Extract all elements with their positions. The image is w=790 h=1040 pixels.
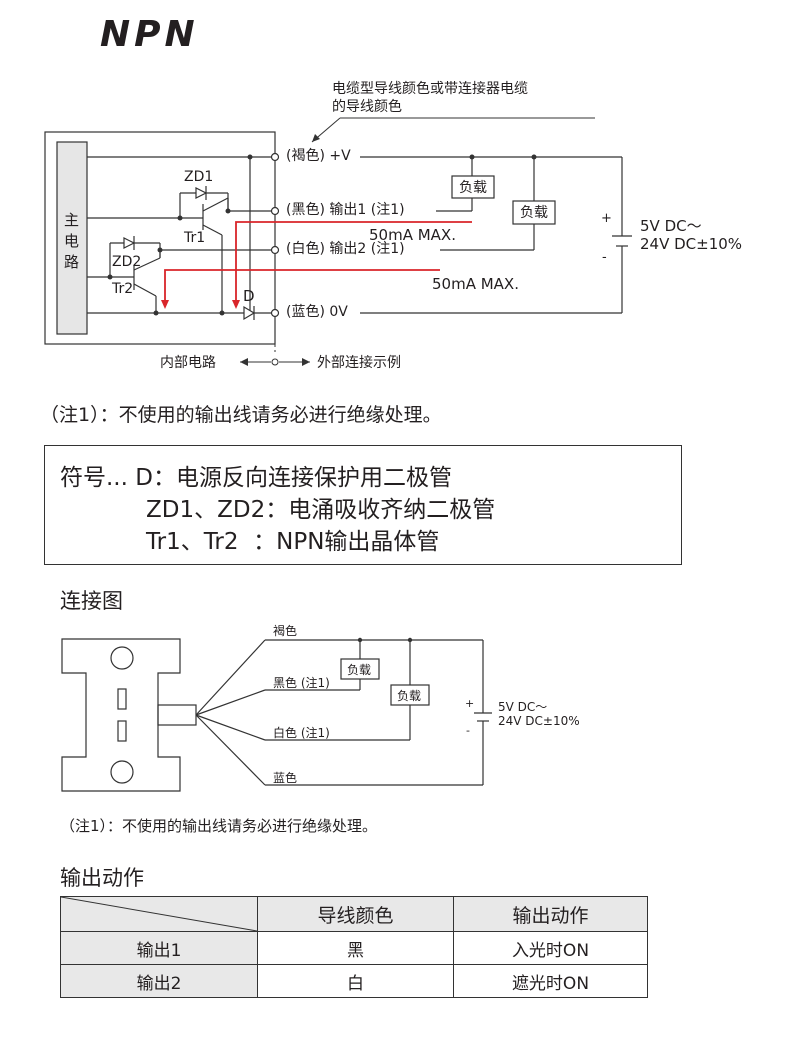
conn-load-box-1 <box>340 658 380 680</box>
current-arrow-1 <box>232 300 240 309</box>
terminal-label-brown: (褐色) +V <box>286 147 351 164</box>
symbol-legend-box <box>44 445 682 565</box>
conn-supply-line2: 24V DC±10% <box>498 714 580 728</box>
conn-load-label-1: 负载 <box>347 663 371 677</box>
internal-circuit-label: 内部电路 <box>160 355 216 371</box>
current-label-1: 50mA MAX. <box>369 226 456 244</box>
terminal-blue <box>270 308 280 318</box>
zd2-label: ZD2 <box>112 254 141 270</box>
conn-supply-plus: + <box>465 697 474 710</box>
wire-black-label: 黑色 (注1) <box>273 675 330 690</box>
terminal-white <box>270 245 280 255</box>
wire-note-line1: 电缆型导线颜色或带连接器电缆 <box>332 80 528 97</box>
main-circuit-char-3: 路 <box>64 253 79 271</box>
connection-diagram-title: 连接图 <box>60 589 123 613</box>
terminal-black <box>270 206 280 216</box>
zd2-diode-icon <box>123 237 136 249</box>
load-box-2 <box>512 200 556 225</box>
sensor-body <box>61 638 197 792</box>
insulation-note: （注1）：不使用的输出线请务必进行绝缘处理。 <box>40 404 442 426</box>
conn-supply-line1: 5V DC～ <box>498 700 547 714</box>
terminal-brown <box>270 152 280 162</box>
legend-line-tr: Tr1、Tr2 ：NPN输出晶体管 <box>146 529 440 555</box>
tr2-label: Tr2 <box>111 281 133 297</box>
diode-d-label: D <box>243 287 255 305</box>
d-diode-icon <box>243 305 256 321</box>
internal-circuit-box <box>44 131 276 345</box>
conn-load-label-2: 负载 <box>397 689 421 703</box>
load-label-2: 负载 <box>520 205 548 221</box>
npn-circuit-diagram: 电缆型导线颜色或带连接器电缆 的导线颜色 主 电 路 <box>44 80 742 371</box>
current-path-2 <box>164 269 440 302</box>
tr1-label: Tr1 <box>183 230 205 246</box>
table-header-row: 导线颜色 输出动作 <box>60 896 648 932</box>
wire-note-line2: 的导线颜色 <box>332 98 402 115</box>
row-label: 输出1 <box>60 931 258 965</box>
insulation-note-2: （注1）：不使用的输出线请务必进行绝缘处理。 <box>60 817 378 835</box>
row-wire-color: 黑 <box>257 931 454 965</box>
output-action-title: 输出动作 <box>60 866 144 890</box>
table-corner-cell <box>60 896 258 932</box>
row-action: 入光时ON <box>453 931 648 965</box>
output-action-table: 导线颜色 输出动作 输出1 黑 入光时ON 输出2 白 遮光时ON <box>60 896 648 998</box>
supply-voltage-line2: 24V DC±10% <box>640 235 742 253</box>
wire-brown-label: 褐色 <box>273 623 297 638</box>
main-circuit-char-1: 主 <box>64 211 79 229</box>
main-circuit-char-2: 电 <box>64 232 79 250</box>
table-row: 输出2 白 遮光时ON <box>60 964 648 998</box>
terminal-label-black: (黑色) 输出1 (注1) <box>286 201 405 218</box>
legend-line-zd: ZD1、ZD2：电涌吸收齐纳二极管 <box>146 497 496 523</box>
current-path-1 <box>235 221 472 302</box>
row-label: 输出2 <box>60 964 258 998</box>
external-connection-label: 外部连接示例 <box>317 354 401 371</box>
terminal-label-white: (白色) 输出2 (注1) <box>286 240 405 257</box>
current-label-2: 50mA MAX. <box>432 275 519 293</box>
connection-diagram: 褐色 黑色 (注1) 白色 (注1) 蓝色 负载 负载 + - 5V DC～ 2… <box>61 623 580 792</box>
supply-plus: + <box>601 211 612 226</box>
legend-line-d: 符号... D：电源反向连接保护用二极管 <box>60 465 452 491</box>
conn-supply-minus: - <box>466 724 470 737</box>
load-label-1: 负载 <box>459 180 487 196</box>
supply-voltage-line1: 5V DC～ <box>640 217 702 235</box>
wire-note-arrowhead <box>312 134 320 142</box>
wire-white-label: 白色 (注1) <box>273 725 330 740</box>
main-circuit-block <box>56 141 88 335</box>
row-action: 遮光时ON <box>453 964 648 998</box>
corner-diagonal <box>61 897 257 931</box>
wire-blue-label: 蓝色 <box>273 771 297 785</box>
terminal-label-blue: (蓝色) 0V <box>286 303 348 320</box>
zd1-diode-icon <box>195 187 208 199</box>
header-wire-color: 导线颜色 <box>257 896 454 932</box>
header-output-action: 输出动作 <box>453 896 648 932</box>
supply-minus: - <box>602 250 607 265</box>
row-wire-color: 白 <box>257 964 454 998</box>
zd1-label: ZD1 <box>184 169 213 185</box>
page-title: NPN <box>100 14 199 55</box>
table-row: 输出1 黑 入光时ON <box>60 931 648 965</box>
current-arrow-2 <box>161 300 169 309</box>
conn-load-box-2 <box>390 684 430 706</box>
load-box-1 <box>451 175 495 199</box>
